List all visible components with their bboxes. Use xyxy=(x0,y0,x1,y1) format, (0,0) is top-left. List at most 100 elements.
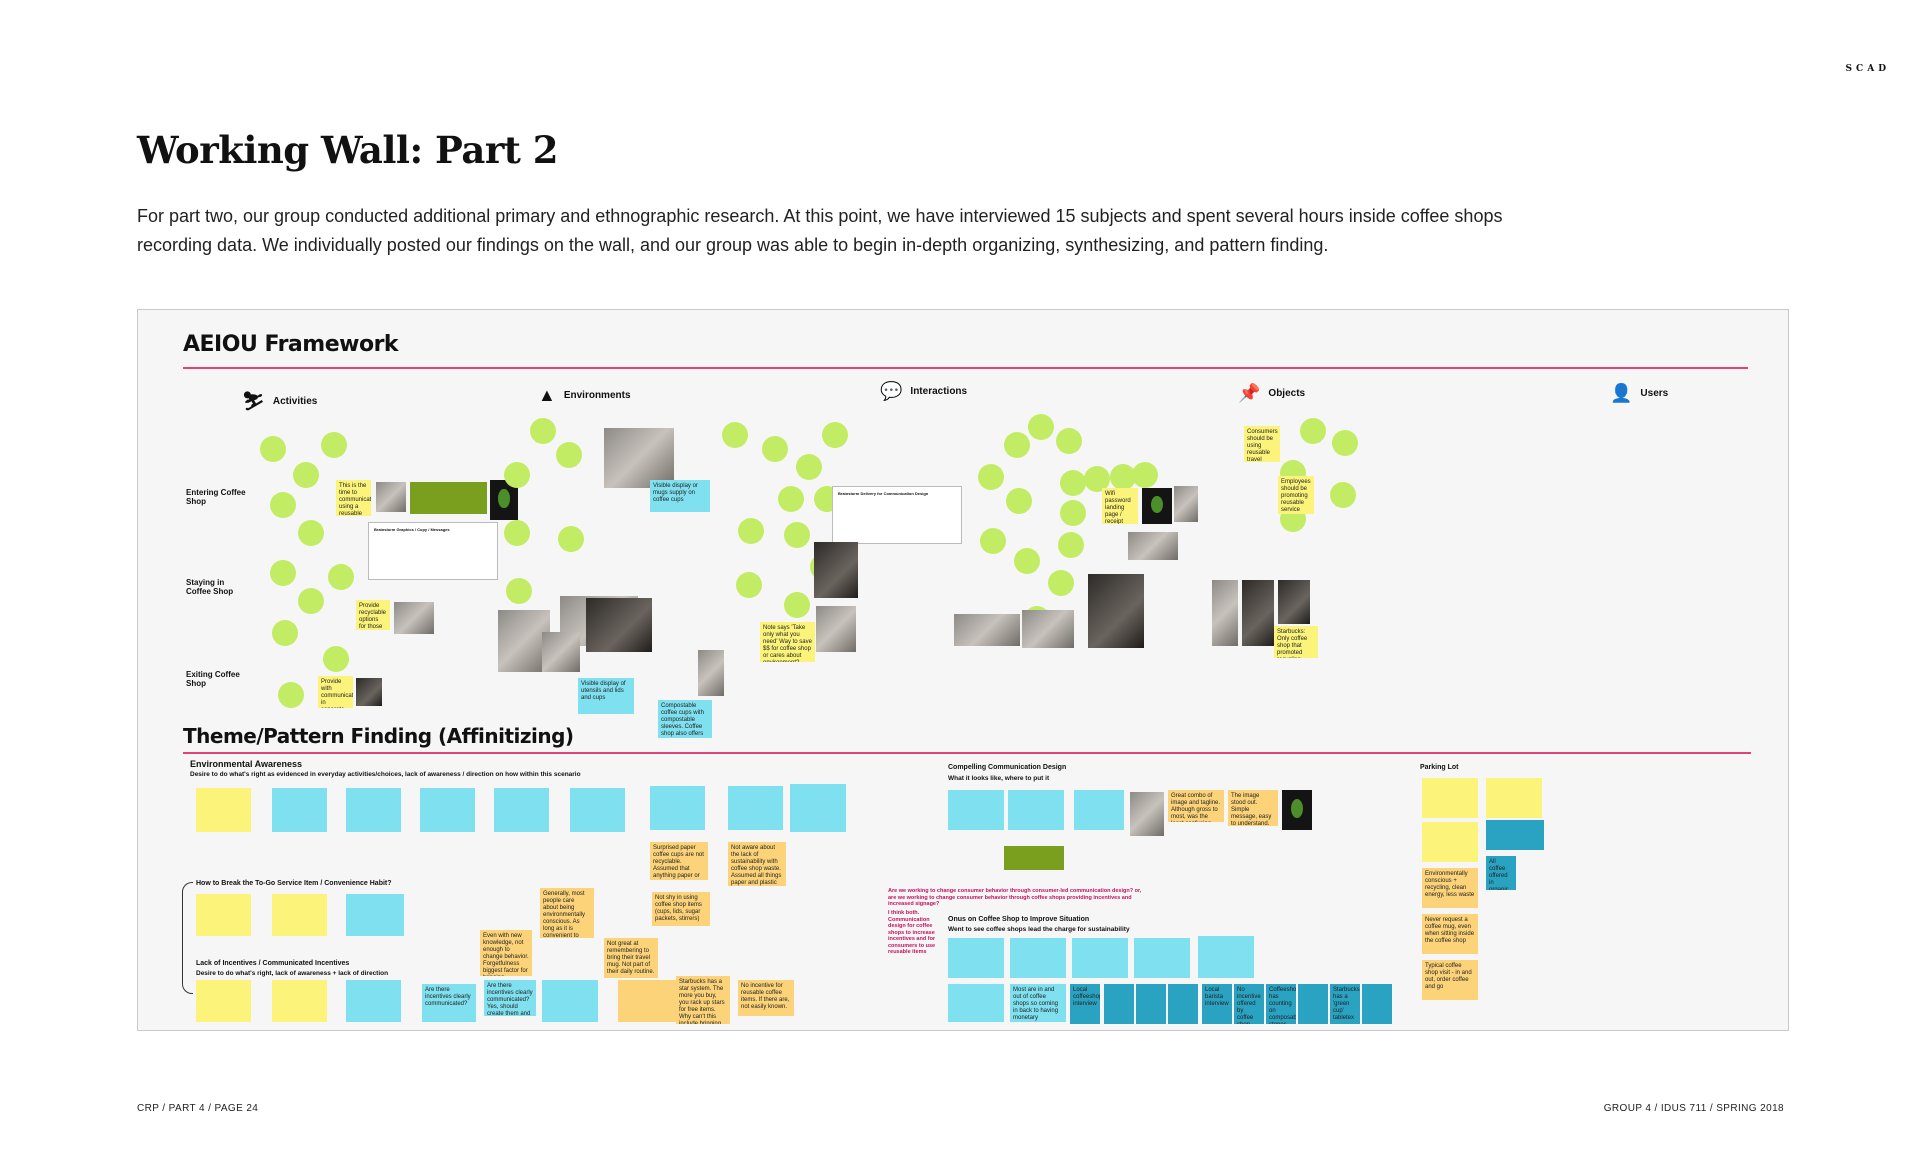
sticky-note-blue: Local barista interview xyxy=(1202,984,1232,1024)
photo-bins xyxy=(356,678,382,706)
sticky-note xyxy=(728,786,783,830)
recycling-graphic xyxy=(1004,846,1064,870)
recycling-graphic xyxy=(410,482,487,514)
note-dot xyxy=(1004,432,1030,458)
note-dot xyxy=(506,578,532,604)
sticky-note: Never request a coffee mug, even when si… xyxy=(1422,914,1478,954)
note-dot xyxy=(784,592,810,618)
note-dot xyxy=(822,422,848,448)
sticky-note xyxy=(948,938,1004,978)
sticky-note xyxy=(1074,790,1124,830)
parking-lot-heading: Parking Lot xyxy=(1420,764,1459,771)
photo-environment xyxy=(586,598,652,652)
note-dot xyxy=(738,518,764,544)
category-activities: ⛷ Activities xyxy=(242,391,318,411)
sticky-note: Employees should be promoting reusable s… xyxy=(1278,476,1314,514)
note-dot xyxy=(278,682,304,708)
note-dot xyxy=(1060,470,1086,496)
sticky-note: Most are in and out of coffee shops so c… xyxy=(1010,984,1066,1022)
page-title: Working Wall: Part 2 xyxy=(137,128,559,172)
sticky-note-blue xyxy=(1298,984,1328,1024)
sticky-note-blue xyxy=(1362,984,1392,1024)
env-awareness-subheading: Desire to do what's right as evidenced i… xyxy=(190,771,581,778)
sticky-note xyxy=(650,786,705,830)
sticky-note: Provide with communicates in separate co… xyxy=(318,676,353,708)
sticky-note xyxy=(948,790,1004,830)
photo-users xyxy=(1278,580,1310,624)
category-environments: ▲ Environments xyxy=(538,385,631,405)
note-dot xyxy=(736,572,762,598)
note-dot xyxy=(298,520,324,546)
sticky-note: This is the time to communicate using a … xyxy=(336,480,371,516)
sticky-note: Surprised paper coffee cups are not recy… xyxy=(650,842,708,880)
note-dot xyxy=(321,432,347,458)
sticky-note: Compostable coffee cups with compostable… xyxy=(658,700,712,738)
row-label-exiting: Exiting Coffee Shop xyxy=(186,670,240,688)
note-dot xyxy=(1110,464,1136,490)
env-awareness-heading: Environmental Awareness xyxy=(190,759,303,769)
sticky-note: Even with new knowledge, not enough to c… xyxy=(480,930,532,976)
category-users: 👤 Users xyxy=(1610,383,1669,403)
sticky-note: Generally, most people care about being … xyxy=(540,888,594,938)
note-dot xyxy=(1048,570,1074,596)
photo-users xyxy=(1242,580,1274,646)
mountain-icon: ▲ xyxy=(538,385,556,405)
photo-users xyxy=(1212,580,1238,646)
note-dot xyxy=(1300,418,1326,444)
break-habit-heading: How to Break the To-Go Service Item / Co… xyxy=(196,880,392,887)
user-icon: 👤 xyxy=(1610,383,1633,403)
sticky-note xyxy=(1422,778,1478,818)
sticky-note: Great combo of image and tagline. Althou… xyxy=(1168,790,1224,822)
note-dot xyxy=(558,526,584,552)
note-dot xyxy=(778,486,804,512)
note-dot xyxy=(556,442,582,468)
sticky-note xyxy=(346,980,401,1022)
note-dot xyxy=(980,528,1006,554)
sticky-note xyxy=(272,980,327,1022)
sticky-note: Environmentally conscious + recycling, c… xyxy=(1422,868,1478,908)
sticky-note xyxy=(1486,778,1542,818)
sticky-note: Provide recyclable options for those rem… xyxy=(356,600,390,630)
sticky-note xyxy=(196,894,251,936)
brainstorm-frame-2: Brainstorm Delivery for Communication De… xyxy=(832,486,962,544)
sticky-note xyxy=(1008,790,1064,830)
photo-objects xyxy=(954,614,1020,646)
aeiou-title: AEIOU Framework xyxy=(183,332,399,357)
compelling-heading: Compelling Communication Design xyxy=(948,764,1067,771)
red-answer: I think both. Communication design for c… xyxy=(888,910,936,955)
intro-paragraph: For part two, our group conducted additi… xyxy=(137,206,1503,255)
sticky-note xyxy=(1010,938,1066,978)
note-dot xyxy=(1060,500,1086,526)
note-dot xyxy=(796,454,822,480)
note-dot xyxy=(504,462,530,488)
onus-heading: Onus on Coffee Shop to Improve Situation xyxy=(948,916,1090,923)
photo-objects xyxy=(1022,610,1074,648)
note-dot xyxy=(762,436,788,462)
red-question: Are we working to change consumer behavi… xyxy=(888,888,1142,907)
sticky-note-blue: Starbucks has a 'green cup' tabletex xyxy=(1330,984,1360,1024)
note-dot xyxy=(298,588,324,614)
sticky-note xyxy=(1134,938,1190,978)
photo-objects xyxy=(1174,486,1198,522)
photo-environment xyxy=(542,632,580,672)
sticky-note: Not great at remembering to bring their … xyxy=(604,938,658,978)
pink-divider-middle xyxy=(183,752,1751,754)
sticky-note xyxy=(196,980,251,1022)
note-dot xyxy=(504,520,530,546)
running-figure-icon: ⛷ xyxy=(242,391,265,411)
sticky-note: No incentive for reusable coffee items. … xyxy=(738,980,794,1016)
note-dot xyxy=(1332,430,1358,456)
note-dot xyxy=(293,462,319,488)
sticky-note xyxy=(346,788,401,832)
photo-interactions xyxy=(816,606,856,652)
sticky-note-blue: All coffee offered in organic, fair trad… xyxy=(1486,856,1516,890)
sticky-note xyxy=(542,980,598,1022)
working-wall-photo: AEIOU Framework ⛷ Activities ▲ Environme… xyxy=(137,309,1789,1031)
sticky-note xyxy=(618,980,676,1022)
note-dot xyxy=(1028,414,1054,440)
note-dot xyxy=(270,560,296,586)
photo-environment xyxy=(498,610,550,672)
brand-logo: SCAD xyxy=(1845,64,1890,74)
footer-page-label: CRP / PART 4 / PAGE 24 xyxy=(137,1103,259,1114)
